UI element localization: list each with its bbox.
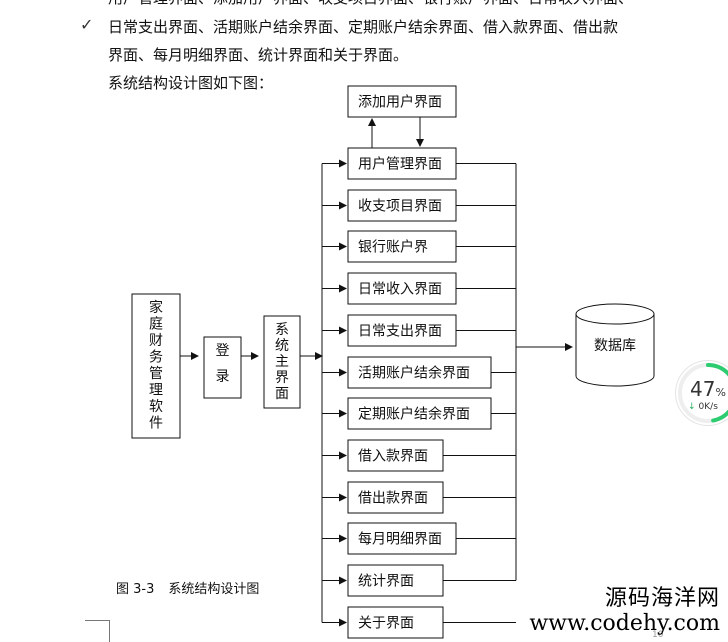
edit-marker-icon: ✓ [80, 15, 94, 34]
usage-percent-value: 47 [690, 377, 716, 401]
login-node-box [203, 336, 242, 399]
module-12-label: 关于界面 [358, 616, 414, 632]
module-9-box [347, 481, 444, 514]
network-speed-widget[interactable]: 47% ↓0K/s [676, 361, 728, 425]
root-node-label: 家庭财务管理软件 [149, 299, 163, 432]
main-node-box [263, 315, 301, 409]
add-user-node-label: 添加用户界面 [358, 94, 442, 111]
watermark: 源码海洋网 www.codehy.com [529, 586, 720, 636]
module-7-label: 定期账户结余界面 [358, 406, 470, 423]
module-6-label: 活期账户结余界面 [358, 365, 470, 382]
body-text-line-4: 系统结构设计图如下图： [108, 74, 274, 92]
module-5-label: 日常支出界面 [358, 324, 442, 340]
database-label: 数据库 [594, 338, 636, 354]
module-10-box [347, 522, 457, 555]
database-cylinder-top [575, 303, 655, 325]
module-5-box [347, 314, 457, 347]
module-3-box [347, 230, 457, 263]
download-arrow-icon: ↓ [688, 402, 696, 412]
module-2-box [347, 189, 457, 222]
body-text-line-3: 界面、每月明细界面、统计界面和关于界面。 [108, 46, 409, 64]
watermark-url: www.codehy.com [529, 611, 720, 636]
module-10-label: 每月明细界面 [358, 532, 442, 548]
add-user-node-box [347, 85, 457, 118]
watermark-name: 源码海洋网 [604, 586, 720, 611]
usage-percent: 47% [690, 377, 726, 401]
module-8-box [347, 439, 444, 472]
figure-title: 系统结构设计图 [168, 582, 260, 597]
login-node-label: 登录 [216, 343, 230, 385]
root-node-box [131, 293, 181, 439]
crop-mark [85, 620, 110, 642]
module-4-box [347, 272, 457, 305]
module-7-box [347, 397, 492, 430]
progress-ring-icon [678, 363, 728, 423]
module-9-label: 借出款界面 [358, 491, 428, 507]
figure-number: 图 3-3 [116, 582, 155, 597]
module-8-label: 借入款界面 [358, 449, 428, 465]
usage-percent-unit: % [715, 386, 726, 399]
module-2-label: 收支项目界面 [358, 199, 442, 215]
figure-caption: 图 3-3 系统结构设计图 [116, 578, 259, 597]
module-11-label: 统计界面 [358, 574, 414, 590]
download-speed-value: 0K/s [698, 402, 718, 412]
body-text-line-2: 日常支出界面、活期账户结余界面、定期账户结余界面、借入款界面、借出款 [108, 18, 619, 36]
module-12-box [347, 606, 444, 639]
body-text-line-1: 用户管理界面、添加用户界面、收支项目界面、银行账户界面、日常收入界面、 [108, 0, 633, 8]
module-6-box [347, 356, 492, 389]
module-11-box [347, 564, 444, 597]
module-4-label: 日常收入界面 [358, 282, 442, 298]
database-cylinder-body [575, 314, 655, 387]
module-1-box [347, 147, 457, 180]
page-number: 10 [652, 630, 664, 640]
main-node-label: 系统主界面 [275, 322, 289, 402]
module-1-label: 用户管理界面 [358, 156, 442, 173]
module-3-label: 银行账户界 [358, 239, 428, 256]
download-speed: ↓0K/s [688, 402, 718, 412]
